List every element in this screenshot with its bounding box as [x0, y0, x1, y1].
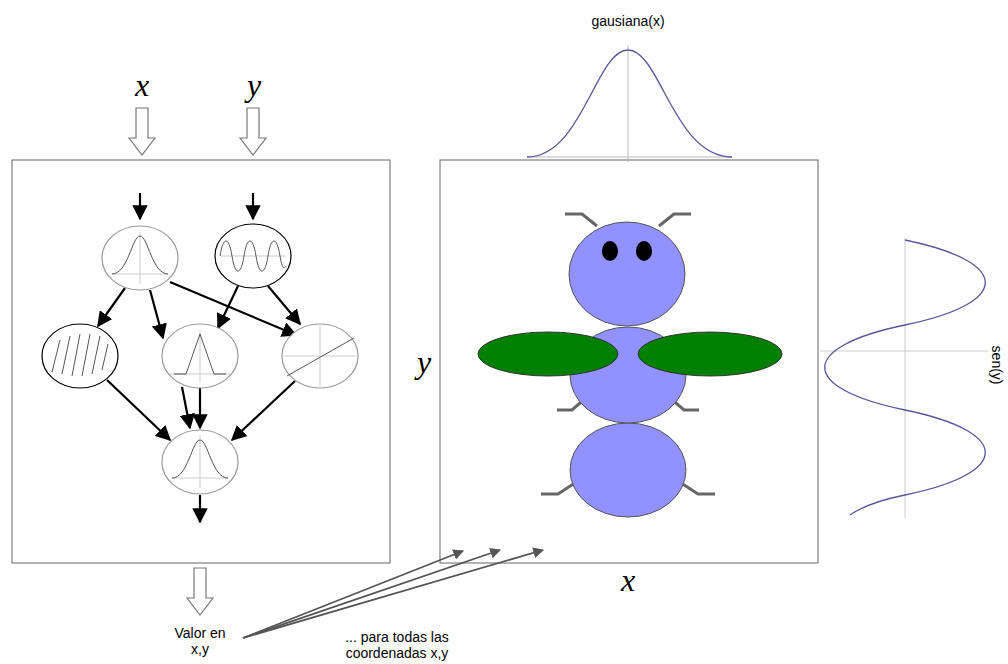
network-edge	[150, 290, 163, 338]
network-edge	[252, 193, 254, 219]
axis-label: y	[417, 344, 431, 381]
leader-line	[243, 551, 463, 638]
network-edge	[182, 387, 190, 428]
input-variable: x	[135, 67, 149, 104]
network-edge	[218, 286, 238, 328]
network-edge	[98, 288, 125, 326]
input-arrow	[129, 108, 155, 155]
sine-unit	[215, 224, 291, 288]
output-arrow	[187, 568, 213, 615]
input-variable: y	[247, 67, 261, 104]
gaussian-unit	[102, 226, 178, 290]
bug-drawing	[478, 214, 782, 517]
image-box	[440, 160, 818, 563]
axis-label: x	[621, 562, 635, 599]
gaussian-plot	[527, 45, 732, 162]
output-unit	[162, 430, 238, 494]
linear-unit	[282, 324, 358, 388]
network-edge	[199, 388, 201, 428]
leader-line	[243, 550, 500, 638]
leader-lines	[243, 550, 543, 638]
input-arrow	[240, 108, 266, 155]
triangle-unit	[162, 324, 238, 388]
network-edge	[268, 286, 300, 324]
network-edges	[98, 193, 300, 522]
function-label: gausiana(x)	[591, 13, 664, 29]
network-edge	[232, 381, 295, 440]
network-edge	[107, 380, 170, 440]
function-label: sen(y)	[988, 346, 1004, 385]
coordinate-note: ... para todas las coordenadas x,y	[326, 629, 468, 661]
network-edge	[199, 495, 201, 522]
network-box	[12, 160, 390, 563]
sine-plot	[820, 238, 988, 518]
leader-line	[243, 550, 543, 638]
sawtooth-unit	[42, 324, 118, 388]
output-note: Valor en x,y	[164, 625, 236, 657]
network-edge	[139, 193, 141, 219]
